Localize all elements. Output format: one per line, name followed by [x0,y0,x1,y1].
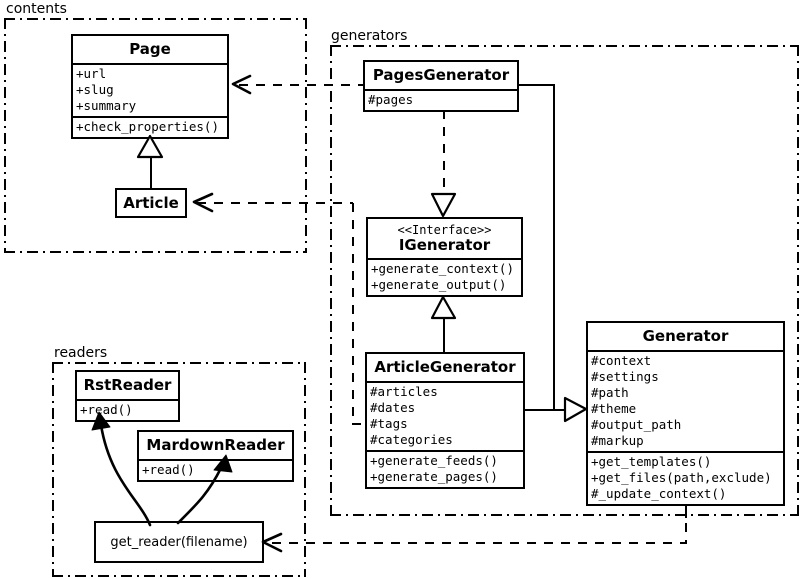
class-box-page[interactable]: Page +url +slug +summary +check_properti… [71,34,229,139]
dependency-generator-to-getreader-vertical [685,506,687,544]
attribute-row: #markup [591,433,644,448]
method-row: +generate_output() [371,277,507,292]
attribute-row: #articles [370,384,438,399]
method-row: +read() [80,402,133,417]
readers-package-border-left [52,362,54,577]
class-name-articlegenerator: ArticleGenerator [374,358,516,376]
contents-package-border-left [4,18,6,253]
method-row: +generate_feeds() [370,453,498,468]
class-box-rstreader[interactable]: RstReader +read() [75,370,180,422]
contents-package-border-right [305,18,307,253]
generalization-articlegenerator-horizontal [525,409,555,411]
class-name-pagesgenerator: PagesGenerator [372,66,510,84]
readers-package-border-bottom [52,575,306,577]
arrowhead-realization-igenerator [430,192,457,218]
class-box-igenerator[interactable]: <<Interface>> IGenerator +generate_conte… [366,217,523,297]
class-attributes-pagesgenerator: #pages [365,89,517,110]
dependency-articlegenerator-to-article-stub [352,423,366,425]
attribute-row: +url [76,66,107,81]
function-name-get-reader: get_reader(filename) [110,535,248,550]
attribute-row: #dates [370,400,416,415]
class-methods-rstreader: +read() [77,399,178,420]
attribute-row: +summary [76,98,137,113]
class-methods-page: +check_properties() [73,116,227,137]
attribute-row: #theme [591,401,637,416]
class-stereotype-igenerator: <<Interface>> [397,223,492,237]
generalization-article-to-page-line [150,155,152,189]
class-methods-generator: +get_templates() +get_files(path,exclude… [588,451,783,504]
generalization-pagesgenerator-vertical [553,84,555,411]
attribute-row: #context [591,353,652,368]
class-box-mardownreader[interactable]: MardownReader +read() [137,430,294,482]
dependency-generator-to-getreader-horizontal [272,542,687,544]
generators-package-border-right [797,45,799,516]
attribute-row: #output_path [591,417,682,432]
class-methods-mardownreader: +read() [139,459,292,480]
method-row: +generate_pages() [370,469,498,484]
realization-pagesgenerator-to-igenerator-line [443,110,445,192]
dependency-pagesgenerator-to-page [239,84,365,86]
method-row: +read() [142,462,195,477]
class-methods-articlegenerator: +generate_feeds() +generate_pages() [367,450,523,487]
generators-package-label: generators [331,28,408,44]
dependency-articlegenerator-to-article-vertical [352,203,354,425]
class-box-pagesgenerator[interactable]: PagesGenerator #pages [363,60,519,112]
attribute-row: #pages [368,92,414,107]
class-box-generator[interactable]: Generator #context #settings #path #them… [586,321,785,506]
arrowhead-generalization-page [136,134,164,159]
attribute-row: #settings [591,369,659,384]
generators-package-border-top [330,45,799,47]
method-row: +get_templates() [591,454,712,469]
method-row: #_update_context() [591,486,727,501]
class-attributes-articlegenerator: #articles #dates #tags #categories [367,381,523,450]
attribute-row: +slug [76,82,114,97]
function-box-get-reader[interactable]: get_reader(filename) [94,521,264,563]
method-row: +check_properties() [76,119,219,134]
readers-package-label: readers [54,345,108,361]
generalization-to-generator-horizontal [553,409,569,411]
method-row: +get_files(path,exclude) [591,470,772,485]
class-name-generator: Generator [642,327,729,345]
class-attributes-page: +url +slug +summary [73,63,227,116]
readers-package-border-right [304,362,306,577]
contents-package-label: contents [6,1,67,17]
generalization-pagesgenerator-horizontal [519,84,555,86]
generalization-articlegenerator-to-igenerator-line [443,312,445,356]
attribute-row: #path [591,385,629,400]
method-row: +generate_context() [371,261,514,276]
readers-package-border-top [52,362,306,364]
class-name-igenerator: IGenerator [398,236,491,254]
attribute-row: #tags [370,416,408,431]
contents-package-border-bottom [4,251,307,253]
attribute-row: #categories [370,432,453,447]
generators-package-border-bottom [330,514,799,516]
class-box-article[interactable]: Article [115,188,187,218]
class-methods-igenerator: +generate_context() +generate_output() [368,258,521,295]
class-name-mardownreader: MardownReader [146,436,285,454]
generators-package-border-left [330,45,332,516]
class-attributes-generator: #context #settings #path #theme #output_… [588,350,783,451]
contents-package-border-top [4,18,307,20]
dependency-articlegenerator-to-article-horizontal [197,202,353,204]
class-box-articlegenerator[interactable]: ArticleGenerator #articles #dates #tags … [365,352,525,489]
class-name-page: Page [129,40,171,58]
class-name-rstreader: RstReader [83,376,172,394]
class-name-article: Article [123,194,179,212]
